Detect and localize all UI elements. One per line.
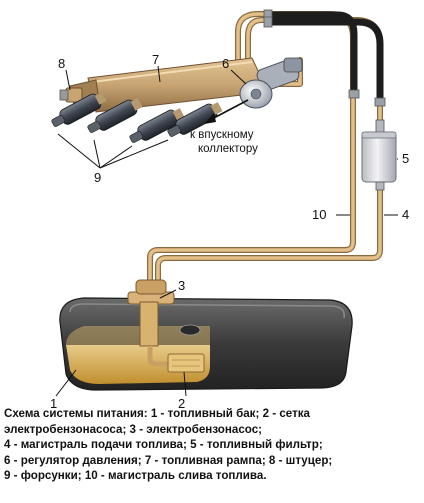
label-4: 4 <box>402 207 409 222</box>
tank-neck <box>179 324 201 336</box>
label-6: 6 <box>222 56 229 71</box>
figure-caption: Схема системы питания: 1 - топливный бак… <box>4 406 420 484</box>
intake-label-line2: коллектору <box>198 143 258 155</box>
label-9: 9 <box>94 170 101 185</box>
fitting <box>59 87 83 103</box>
rubber-hoses <box>263 9 386 107</box>
fuel-system-diagram: 8 7 6 9 5 10 4 3 2 1 к впускному коллект… <box>50 9 409 411</box>
label-1: 1 <box>50 396 57 411</box>
caption-line: Схема системы питания: 1 - топливный бак… <box>4 407 310 420</box>
fuel-filter <box>361 119 397 191</box>
label-2: 2 <box>178 396 185 411</box>
pressure-regulator <box>239 57 303 109</box>
leader-lines <box>55 65 398 397</box>
label-3: 3 <box>178 278 185 293</box>
intake-label-line1: к впускному <box>190 129 254 141</box>
label-7: 7 <box>152 52 159 67</box>
injectors <box>51 92 223 143</box>
intake-arrow <box>204 99 249 124</box>
pump-strainer <box>167 353 205 373</box>
label-10: 10 <box>312 207 326 222</box>
caption-line: 9 - форсунки; 10 - магистраль слива топл… <box>4 469 267 483</box>
label-8: 8 <box>58 56 65 71</box>
caption-line: 4 - магистраль подачи топлива; 5 - топли… <box>4 438 323 452</box>
fuel-pump <box>127 279 175 367</box>
caption-line: 6 - регулятор давления; 7 - топливная ра… <box>4 453 333 467</box>
return-line-10 <box>147 11 356 295</box>
label-5: 5 <box>402 151 409 166</box>
fuel-tank <box>59 297 353 391</box>
caption-line: электробензонасоса; 3 - электробензонасо… <box>4 422 263 436</box>
